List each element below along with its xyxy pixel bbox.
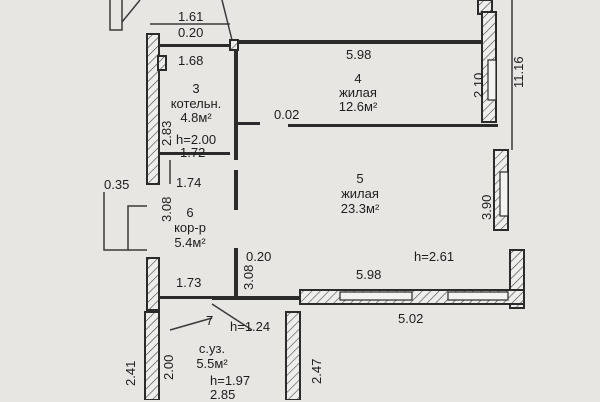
wall-left-upper <box>146 33 160 185</box>
dim-bath-left-outer: 2.41 <box>123 360 138 386</box>
room-4-area: 12.6м² <box>338 99 378 114</box>
room-3-area: 4.8м² <box>180 110 212 125</box>
dim-top-1: 1.61 <box>178 9 204 24</box>
dim-bath-left: 2.00 <box>161 354 176 380</box>
dim-corridor-height: 3.08 <box>159 196 174 222</box>
dim-room5-left: 3.08 <box>241 264 256 290</box>
wall-partition-stub <box>238 122 260 125</box>
dim-partition: 0.02 <box>274 107 300 122</box>
dim-boiler-height: 2.83 <box>159 120 174 146</box>
dim-room5-offset: 0.20 <box>246 249 272 264</box>
entrance-outline <box>109 0 123 31</box>
room-7-number: 7 <box>206 313 214 328</box>
room-3-height: h=2.00 <box>176 132 217 147</box>
wall-room4-left <box>234 40 238 160</box>
wall-room5-left <box>234 170 238 210</box>
wall-boiler-bottom <box>160 152 230 155</box>
dim-boiler-width: 1.68 <box>178 53 204 68</box>
wall-top-room4 <box>234 40 494 44</box>
dim-room5-height: 3.90 <box>479 194 494 220</box>
wall-left-lower <box>146 257 160 311</box>
dim-room4-width: 5.98 <box>346 47 372 62</box>
dim-corridor-3: 1.73 <box>176 275 202 290</box>
stair-line <box>121 0 141 23</box>
dim-room5-width: 5.98 <box>356 267 382 282</box>
boiler-door-jamb <box>157 55 167 71</box>
window-room4 <box>487 59 497 101</box>
dim-total-length: 11.16 <box>511 56 526 88</box>
window-room5-bottom-1 <box>339 291 413 301</box>
room-3-number: 3 <box>192 81 200 96</box>
window-room5-bottom-2 <box>447 291 509 301</box>
wall-bath-right <box>285 311 301 400</box>
dim-room5-bottom: 5.02 <box>398 311 424 326</box>
room-5-ceiling-height: h=2.61 <box>414 249 455 264</box>
entrance-outline-right <box>221 0 233 41</box>
wall-bath-left <box>144 311 160 400</box>
room-3-name: котельн. <box>170 96 222 111</box>
room-6-name: кор-р <box>174 220 206 235</box>
bath-door-line <box>211 303 253 331</box>
room-6-number: 6 <box>186 205 194 220</box>
dim-bath-right: 2.47 <box>309 358 324 384</box>
dim-annex: 0.35 <box>104 177 130 192</box>
wall-boiler-top <box>160 44 230 47</box>
room-5-name: жилая <box>341 186 379 201</box>
dim-corridor-1: 1.72 <box>180 145 206 160</box>
room-5-number: 5 <box>356 171 364 186</box>
window-room5-right <box>499 171 509 217</box>
wall-room5-left-lower <box>234 248 238 298</box>
dim-bath-width: 2.85 <box>210 387 236 402</box>
wall-partition-4-5 <box>288 124 498 127</box>
room-4-number: 4 <box>354 71 362 86</box>
dim-room4-height: 2.10 <box>471 72 486 98</box>
room-7-name: с.уз. <box>198 341 226 356</box>
room-4-name: жилая <box>339 85 377 100</box>
room-7-area: 5.5м² <box>196 356 228 371</box>
wall-junction <box>229 39 239 51</box>
room-5-area: 23.3м² <box>340 201 380 216</box>
bath-leader-line <box>169 317 213 331</box>
dim-top-2: 0.20 <box>178 25 204 40</box>
wall-room5-bottom-left <box>212 296 302 300</box>
room-7-height-2: h=1.24 <box>230 319 271 334</box>
dim-corridor-2: 1.74 <box>176 175 202 190</box>
wall-corridor-bottom <box>160 296 230 299</box>
room-6-area: 5.4м² <box>174 235 206 250</box>
annex-outline <box>103 192 147 251</box>
room-7-height: h=1.97 <box>210 373 251 388</box>
